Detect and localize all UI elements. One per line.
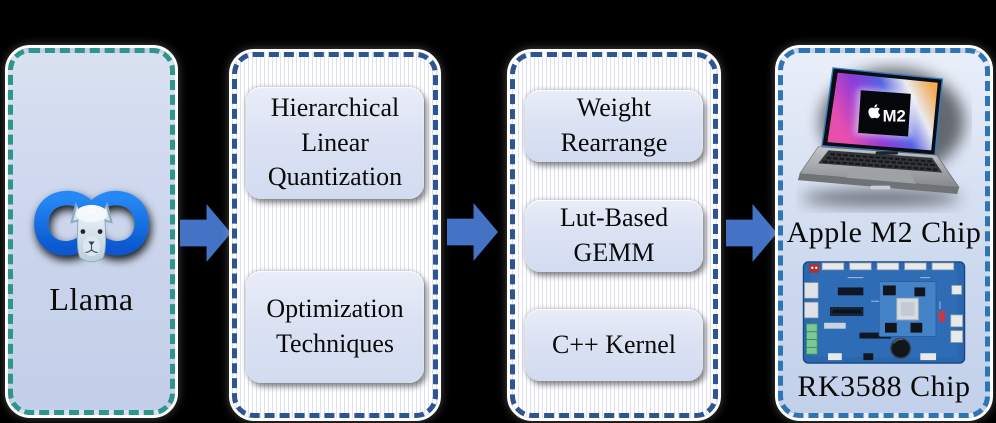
apple-logo-icon: [868, 104, 881, 119]
panel-llama: Llama: [5, 45, 178, 418]
board-dip-switch: [809, 263, 820, 273]
board-usb-ports: [950, 285, 963, 343]
rk3588-board-image: [802, 261, 966, 364]
llama-face: [70, 201, 113, 263]
macbook-m2-image: M2: [797, 67, 965, 207]
stage-box-optimization: Optimization Techniques: [246, 271, 424, 383]
panel-quantization: Hierarchical Linear Quantization Optimiz…: [229, 49, 441, 421]
board-red-component: [938, 311, 945, 322]
m2-chip-square: [858, 90, 911, 137]
stage-box-weight-rearrange: Weight Rearrange: [525, 90, 703, 162]
stage-box-cpp-kernel: C++ Kernel: [525, 309, 703, 381]
flow-arrow-1-icon: [180, 204, 231, 262]
board-ethernet-ports: [804, 282, 819, 319]
panel-hardware: M2 Apple M2 Chip: [775, 45, 993, 421]
llama-label: Llama: [49, 281, 134, 317]
board-top-connectors: [821, 262, 955, 271]
m2-screen-text: M2: [883, 107, 906, 126]
stage-box-lut-gemm: Lut-Based GEMM: [525, 200, 703, 272]
flow-arrow-3-icon: [726, 204, 777, 262]
apple-m2-label: Apple M2 Chip: [786, 216, 982, 249]
board-coin-battery: [890, 337, 912, 359]
flow-arrow-2-icon: [447, 203, 498, 261]
board-rk3588-module: [878, 281, 937, 338]
meta-llama-logo-icon: [34, 190, 149, 263]
stage-box-hlq: Hierarchical Linear Quantization: [246, 87, 424, 199]
rk3588-label: RK3588 Chip: [797, 370, 971, 403]
panel-kernels: Weight Rearrange Lut-Based GEMM C++ Kern…: [507, 49, 721, 421]
